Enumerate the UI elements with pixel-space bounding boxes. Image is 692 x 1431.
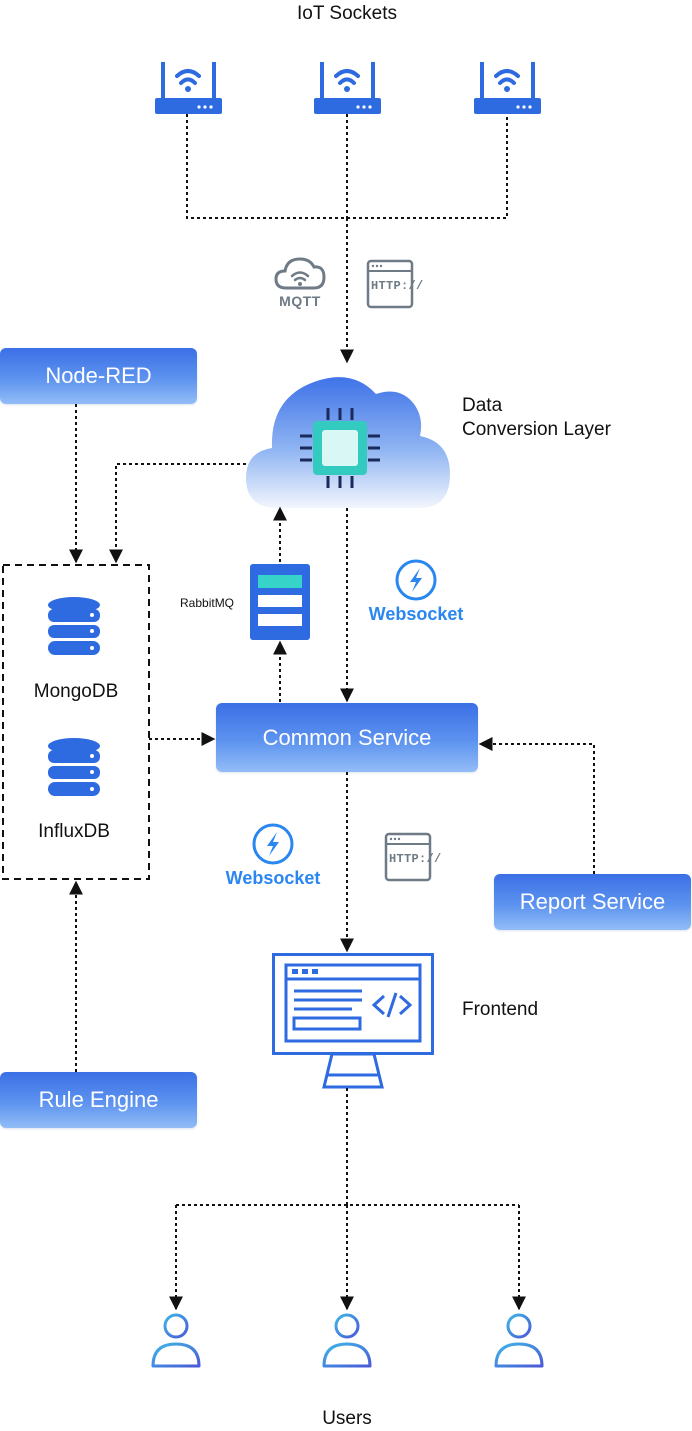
data-conversion-label-line2: Conversion Layer — [462, 419, 611, 440]
arrow-cloud-to-db — [109, 463, 246, 564]
user-icon — [494, 1313, 544, 1368]
http-label: HTTP:// — [371, 279, 424, 293]
frontend-label: Frontend — [462, 999, 539, 1020]
mqtt-cloud-icon — [274, 257, 326, 290]
mongodb-label: MongoDB — [33, 681, 119, 702]
router-icon — [314, 62, 381, 114]
frontend-to-users-lines — [176, 1088, 519, 1206]
frontend-monitor-icon — [272, 953, 434, 1089]
iot-sockets-label: IoT Sockets — [297, 3, 397, 24]
http-label: HTTP:// — [389, 852, 442, 866]
report-service-button[interactable]: Report Service — [494, 874, 691, 930]
influxdb-icon — [48, 738, 100, 796]
http-window-icon — [366, 259, 414, 309]
user-icon — [151, 1313, 201, 1368]
node-red-button[interactable]: Node-RED — [0, 348, 197, 404]
rabbitmq-queue-icon — [250, 564, 310, 640]
mongodb-icon — [48, 597, 100, 655]
http-window-icon — [384, 832, 432, 882]
websocket-label: Websocket — [368, 604, 464, 624]
chip-icon — [300, 408, 380, 488]
arrow-report-to-common-service — [478, 737, 595, 874]
websocket-label: Websocket — [225, 868, 321, 888]
common-service-button[interactable]: Common Service — [216, 703, 478, 772]
data-conversion-label-line1: Data — [462, 395, 503, 416]
websocket-icon — [252, 823, 294, 865]
user-icon — [322, 1313, 372, 1368]
users-label: Users — [322, 1408, 372, 1429]
database-group-box — [2, 564, 150, 880]
router-icon — [155, 62, 222, 114]
mqtt-label: MQTT — [279, 293, 321, 309]
rabbitmq-label: RabbitMQ — [180, 596, 235, 610]
rule-engine-button[interactable]: Rule Engine — [0, 1072, 197, 1128]
router-connector-lines — [186, 114, 508, 219]
influxdb-label: InfluxDB — [38, 821, 110, 842]
websocket-icon — [395, 559, 437, 601]
router-icon — [474, 62, 541, 114]
